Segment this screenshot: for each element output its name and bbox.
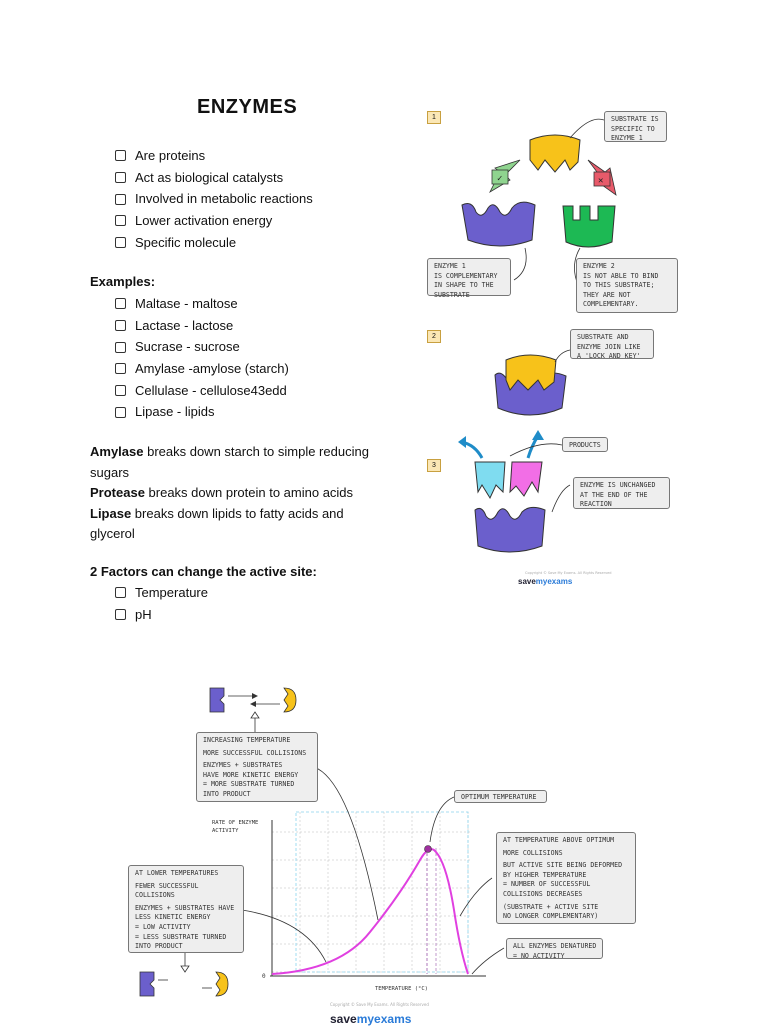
checkbox[interactable] [115, 587, 126, 599]
list-item[interactable]: Are proteins [115, 145, 313, 167]
checkbox[interactable] [115, 609, 126, 621]
breakdown-paragraph: Amylase breaks down starch to simple red… [90, 442, 380, 545]
note-optimum-temperature: OPTIMUM TEMPERATURE [454, 790, 547, 803]
leader-line [569, 118, 605, 139]
step-2-badge: 2 [427, 330, 441, 343]
checkbox[interactable] [115, 341, 126, 353]
enzyme-unchanged-shape [474, 506, 546, 553]
checkbox[interactable] [115, 172, 126, 184]
diagram-copyright: Copyright © Save My Exams. All Rights Re… [525, 571, 612, 575]
tick-mark: ✓ [497, 174, 502, 184]
page-title: ENZYMES [197, 96, 298, 118]
leader-line [554, 349, 571, 363]
enzyme-activity-curve [271, 848, 469, 975]
list-item[interactable]: Sucrase - sucrose [115, 336, 289, 358]
note-products: PRODUCTS [562, 437, 608, 452]
lock-and-key-diagram: ✓ ✕ [458, 118, 617, 553]
list-item[interactable]: Cellulase - cellulose43edd [115, 380, 289, 402]
cross-mark-box [593, 171, 611, 187]
list-item[interactable]: Amylase -amylose (starch) [115, 358, 289, 380]
enzyme-1-shape [461, 201, 536, 247]
list-item[interactable]: Maltase - maltose [115, 293, 289, 315]
y-axis-label-2: ACTIVITY [212, 828, 239, 834]
checkbox[interactable] [115, 298, 126, 310]
examples-heading: Examples: [90, 274, 156, 289]
leader-line [513, 247, 527, 281]
leader-line [551, 484, 571, 513]
substrate-icon-bottom [215, 971, 229, 997]
product-1-shape [474, 461, 506, 500]
y-axis-label-1: RATE OF ENZYME [212, 820, 258, 826]
note-enzymes-denatured: ALL ENZYMES DENATURED= NO ACTIVITY [506, 938, 603, 960]
step-3-badge: 3 [427, 459, 441, 472]
properties-list: Are proteins Act as biological catalysts… [115, 145, 313, 253]
enzyme-icon-bottom [139, 971, 155, 997]
checkbox[interactable] [115, 406, 126, 418]
product-2-shape [509, 461, 543, 497]
checkbox[interactable] [115, 363, 126, 375]
grid [272, 812, 470, 973]
breakdown-protease: Protease breaks down protein to amino ac… [90, 485, 354, 500]
checkbox[interactable] [115, 150, 126, 162]
temperature-graph: 0 RATE OF ENZYME ACTIVITY TEMPERATURE (°… [139, 687, 505, 997]
list-item[interactable]: Lactase - lactose [115, 315, 289, 337]
diagram-brand-logo: savemyexams [518, 577, 573, 586]
checkbox[interactable] [115, 215, 126, 227]
enzyme-icon-top [209, 687, 225, 713]
leader-line [313, 766, 379, 921]
leader-line [241, 909, 327, 963]
note-above-optimum: AT TEMPERATURE ABOVE OPTIMUM MORE COLLIS… [496, 832, 636, 924]
list-item[interactable]: Lower activation energy [115, 210, 313, 232]
enzyme-substrate-complex-substrate [505, 354, 557, 391]
optimum-point [424, 845, 432, 853]
factors-list: Temperature pH [115, 582, 208, 625]
list-item[interactable]: Lipase - lipids [115, 401, 289, 423]
checkbox[interactable] [115, 385, 126, 397]
leader-line [471, 947, 505, 975]
note-increasing-temperature: INCREASING TEMPERATURE MORE SUCCESSFUL C… [196, 732, 318, 802]
list-item[interactable]: Specific molecule [115, 232, 313, 254]
list-item[interactable]: pH [115, 604, 208, 626]
enzyme-2-shape [562, 205, 616, 248]
substrate-icon-top [283, 687, 297, 713]
tick-mark-box [491, 169, 509, 185]
list-item[interactable]: Act as biological catalysts [115, 167, 313, 189]
breakdown-lipase: Lipase breaks down lipids to fatty acids… [90, 505, 344, 542]
list-item[interactable]: Temperature [115, 582, 208, 604]
leader-line [459, 877, 493, 917]
origin-label: 0 [262, 973, 266, 980]
leader-line [429, 796, 455, 843]
step-1-badge: 1 [427, 111, 441, 124]
checkbox[interactable] [115, 193, 126, 205]
cross-mark: ✕ [598, 176, 603, 186]
breakdown-amylase: Amylase breaks down starch to simple red… [90, 444, 369, 480]
checkbox[interactable] [115, 320, 126, 332]
leader-line [509, 443, 563, 457]
x-axis-label: TEMPERATURE (°C) [375, 986, 428, 992]
list-item[interactable]: Involved in metabolic reactions [115, 188, 313, 210]
highlight-region [295, 811, 469, 973]
examples-list: Maltase - maltose Lactase - lactose Sucr… [115, 293, 289, 423]
checkbox[interactable] [115, 237, 126, 249]
substrate-shape [529, 134, 581, 173]
graph-brand-logo: savemyexams [330, 1012, 412, 1026]
factors-heading: 2 Factors can change the active site: [90, 564, 317, 579]
graph-copyright: Copyright © Save My Exams. All Rights Re… [330, 1002, 429, 1007]
